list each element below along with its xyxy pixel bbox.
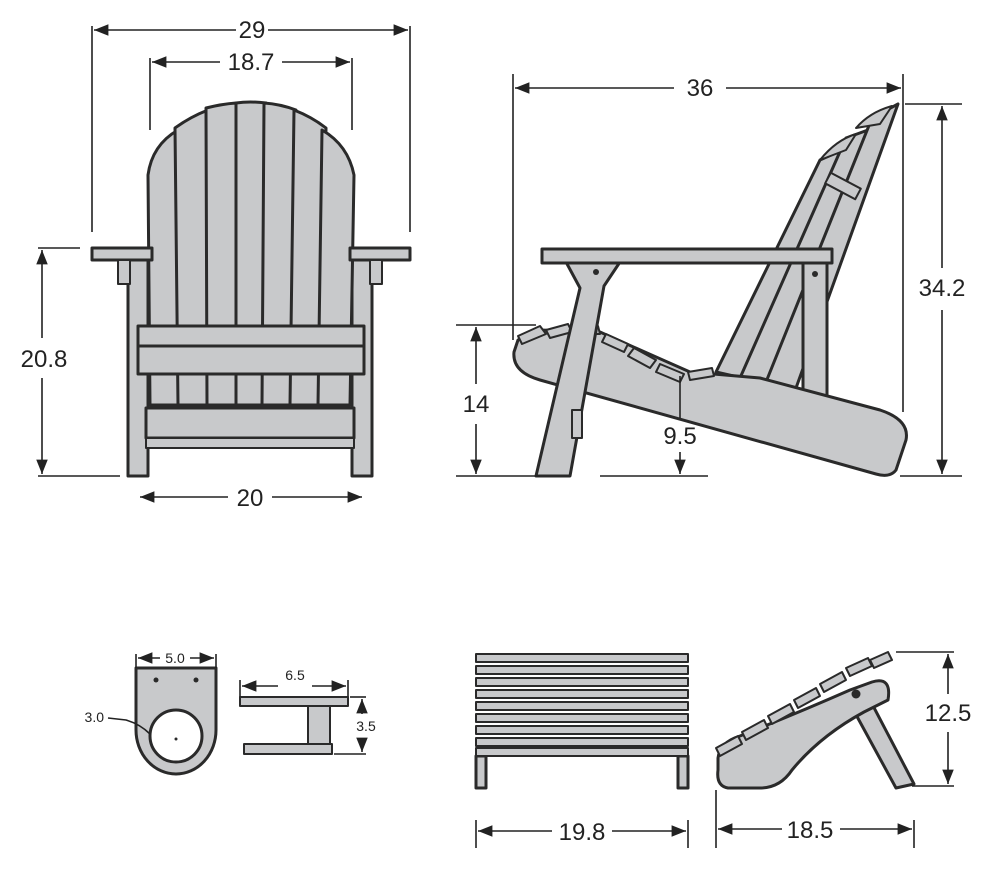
dim-ottoman-height: 12.5 <box>925 700 972 727</box>
cup-holder-top-view: 5.0 3.0 <box>85 650 218 776</box>
dim-height: 34.2 <box>919 275 966 302</box>
front-cross-rail <box>144 406 356 440</box>
right-armrest <box>348 246 412 262</box>
front-dimensions: 29 18.7 20.8 20 <box>21 17 411 512</box>
side-dimensions: 36 34.2 14 9.5 <box>456 74 966 477</box>
dim-cup-side-width: 6.5 <box>285 667 305 683</box>
dim-cup-holder-width: 5.0 <box>165 650 185 666</box>
dim-back-width: 18.7 <box>228 49 275 76</box>
dim-seat-front-height: 14 <box>463 391 490 418</box>
dim-depth: 36 <box>687 75 714 102</box>
side-armrest <box>540 247 834 265</box>
ottoman-side-view: 12.5 18.5 <box>715 651 972 848</box>
dim-cup-side-height: 3.5 <box>356 718 376 734</box>
ottoman-slats <box>475 653 689 757</box>
side-seat-runner <box>512 328 908 477</box>
seat-apron <box>136 344 366 376</box>
ottoman-right-leg <box>676 754 690 790</box>
ottoman-left-leg <box>474 754 488 790</box>
dim-arm-height: 20.8 <box>21 346 68 373</box>
ottoman-side-slats <box>715 651 893 757</box>
dim-seat-low-height: 9.5 <box>663 423 696 450</box>
dim-base-width: 20 <box>237 485 264 512</box>
left-armrest <box>90 246 154 262</box>
dim-overall-width: 29 <box>239 17 266 44</box>
dim-ottoman-width: 19.8 <box>559 819 606 846</box>
dim-ottoman-depth: 18.5 <box>787 817 834 844</box>
ottoman-front-view: 19.8 <box>474 653 690 848</box>
cup-hole <box>148 708 204 764</box>
side-seat-slats <box>517 323 715 383</box>
side-rear-leg <box>801 260 829 400</box>
dim-cup-hole-diameter: 3.0 <box>85 709 105 725</box>
chair-side-view <box>512 102 908 478</box>
chair-front-view <box>90 100 412 478</box>
seat-front-edge <box>136 324 366 348</box>
cup-holder-side-view: 6.5 3.5 <box>239 667 376 755</box>
